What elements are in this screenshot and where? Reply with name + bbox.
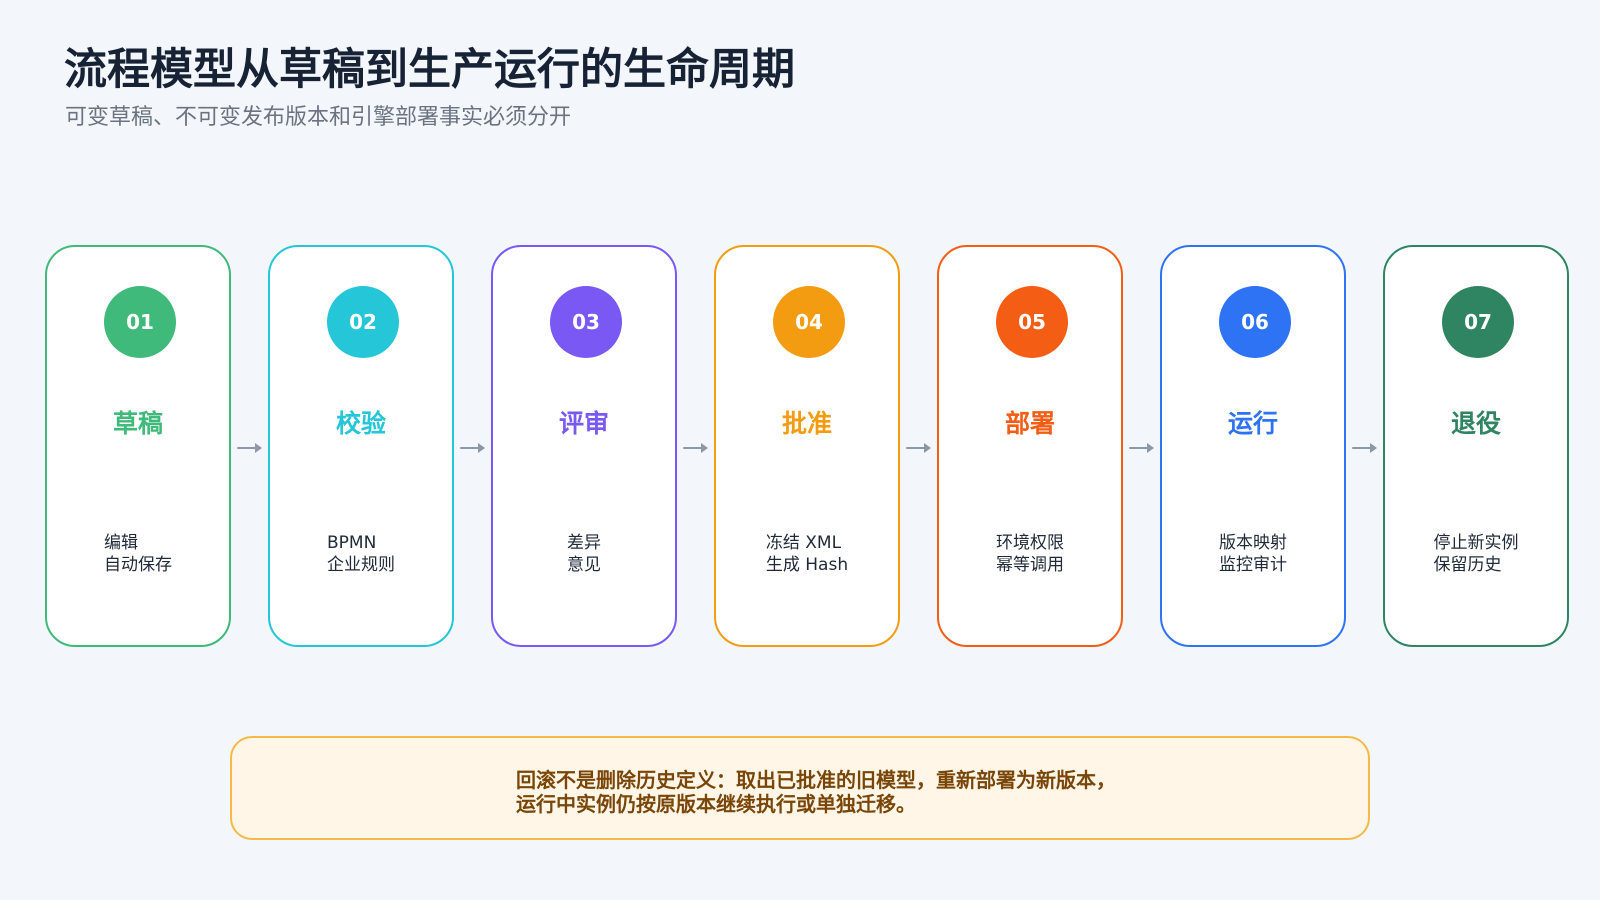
stage-description-line: 环境权限 (996, 533, 1064, 553)
stage-description: 差异 意见 (493, 532, 675, 576)
stage-description: 冻结 XML 生成 Hash (716, 532, 898, 576)
stage-description: BPMN 企业规则 (270, 532, 452, 576)
stage-description-line: 意见 (567, 555, 601, 575)
rollback-note-line: 运行中实例仍按原版本继续执行或单独迁移。 (516, 792, 916, 816)
stage-title: 评审 (558, 409, 609, 438)
flow-arrow-icon (460, 441, 486, 455)
page-title: 流程模型从草稿到生产运行的生命周期 (64, 45, 795, 95)
stage-card-runtime: 06 运行 版本映射 监控审计 (1160, 245, 1346, 647)
stage-description-line: 版本映射 (1219, 533, 1287, 553)
stage-number: 04 (795, 310, 823, 334)
stage-description-line: 生成 Hash (765, 555, 849, 575)
stage-number-badge: 04 (773, 286, 845, 358)
stage-title: 校验 (335, 409, 386, 438)
stage-number: 02 (349, 310, 377, 334)
stage-description-line: 停止新实例 (1433, 533, 1519, 553)
stage-card-review: 03 评审 差异 意见 (491, 245, 677, 647)
stage-number-badge: 01 (104, 286, 176, 358)
rollback-note-line: 回滚不是删除历史定义：取出已批准的旧模型，重新部署为新版本， (516, 768, 1116, 792)
stage-title: 批准 (781, 409, 832, 438)
stage-card-validation: 02 校验 BPMN 企业规则 (268, 245, 454, 647)
stage-number: 01 (126, 310, 154, 334)
stage-description-line: 编辑 (104, 533, 138, 553)
stage-number-badge: 05 (996, 286, 1068, 358)
stage-description: 编辑 自动保存 (47, 532, 229, 576)
stage-title: 退役 (1450, 409, 1501, 438)
stage-number-badge: 06 (1219, 286, 1291, 358)
flow-arrow-icon (1129, 441, 1155, 455)
flow-arrow-icon (1352, 441, 1378, 455)
stage-number: 05 (1018, 310, 1046, 334)
stage-description-line: 幂等调用 (996, 555, 1064, 575)
stage-description-line: 自动保存 (104, 555, 172, 575)
flow-arrow-icon (906, 441, 932, 455)
stage-number: 07 (1464, 310, 1492, 334)
stage-number-badge: 02 (327, 286, 399, 358)
stage-card-approval: 04 批准 冻结 XML 生成 Hash (714, 245, 900, 647)
stage-description: 环境权限 幂等调用 (939, 532, 1121, 576)
stage-description-line: 冻结 XML (765, 533, 842, 553)
stage-number-badge: 07 (1442, 286, 1514, 358)
stage-number-badge: 03 (550, 286, 622, 358)
stage-card-deploy: 05 部署 环境权限 幂等调用 (937, 245, 1123, 647)
stage-description: 停止新实例 保留历史 (1385, 532, 1567, 576)
stage-number: 03 (572, 310, 600, 334)
stage-description-line: 监控审计 (1219, 555, 1287, 575)
page-subtitle: 可变草稿、不可变发布版本和引擎部署事实必须分开 (65, 105, 572, 130)
stage-description-line: BPMN (327, 533, 377, 553)
rollback-note-text: 回滚不是删除历史定义：取出已批准的旧模型，重新部署为新版本， 运行中实例仍按原版… (516, 768, 1116, 816)
stage-description-line: 保留历史 (1433, 555, 1502, 575)
stage-description: 版本映射 监控审计 (1162, 532, 1344, 576)
stage-description-line: 企业规则 (327, 555, 395, 575)
stage-title: 草稿 (112, 409, 163, 438)
stage-description-line: 差异 (567, 533, 601, 553)
stage-card-draft: 01 草稿 编辑 自动保存 (45, 245, 231, 647)
stage-title: 运行 (1227, 409, 1278, 438)
flow-arrow-icon (237, 441, 263, 455)
stage-number: 06 (1241, 310, 1269, 334)
stage-title: 部署 (1004, 409, 1055, 438)
rollback-note: 回滚不是删除历史定义：取出已批准的旧模型，重新部署为新版本， 运行中实例仍按原版… (230, 736, 1370, 840)
stage-card-retire: 07 退役 停止新实例 保留历史 (1383, 245, 1569, 647)
flow-arrow-icon (683, 441, 709, 455)
